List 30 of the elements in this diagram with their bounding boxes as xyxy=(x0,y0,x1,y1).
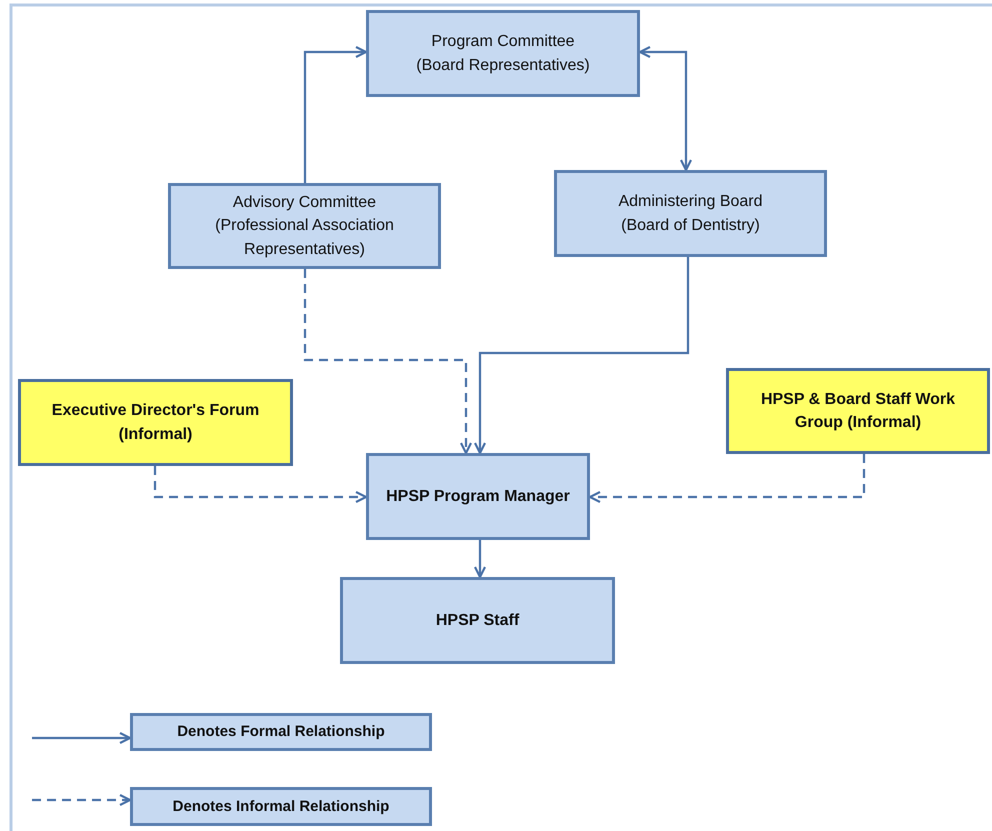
connector-arrow xyxy=(304,269,472,454)
connector-arrow xyxy=(638,46,692,172)
box-title: HPSP Program Manager xyxy=(386,486,570,507)
box-subtitle: (Professional Association Representatives) xyxy=(214,216,395,260)
legend-arrow xyxy=(32,732,132,744)
process-box xyxy=(554,170,827,257)
box-subtitle: (Board Representatives) xyxy=(416,56,590,76)
connector-arrow xyxy=(304,46,368,183)
process-box xyxy=(366,10,640,97)
process-box xyxy=(366,453,590,540)
informal-group-box xyxy=(726,368,990,454)
informal-group-box xyxy=(18,379,293,466)
process-box xyxy=(340,577,615,664)
connector-arrow xyxy=(588,454,866,504)
box-title: HPSP & Board Staff Work Group (Informal) xyxy=(760,390,956,433)
box-title: Administering Board xyxy=(618,192,763,212)
connector-arrow xyxy=(474,540,486,578)
legend-box xyxy=(130,713,432,751)
legend-box xyxy=(130,787,432,826)
legend-arrow xyxy=(32,794,132,806)
box-title: Program Committee xyxy=(431,32,575,52)
process-box xyxy=(168,183,441,269)
box-title: Advisory Committee xyxy=(232,193,376,214)
box-title: Denotes Informal Relationship xyxy=(172,796,390,817)
box-title: Executive Director's Forum (Informal) xyxy=(50,401,260,444)
box-title: HPSP Staff xyxy=(436,610,520,631)
box-title: Denotes Formal Relationship xyxy=(177,722,385,742)
connector-arrow xyxy=(474,257,690,454)
connector-arrow xyxy=(154,466,368,504)
box-subtitle: (Board of Dentistry) xyxy=(621,216,760,236)
